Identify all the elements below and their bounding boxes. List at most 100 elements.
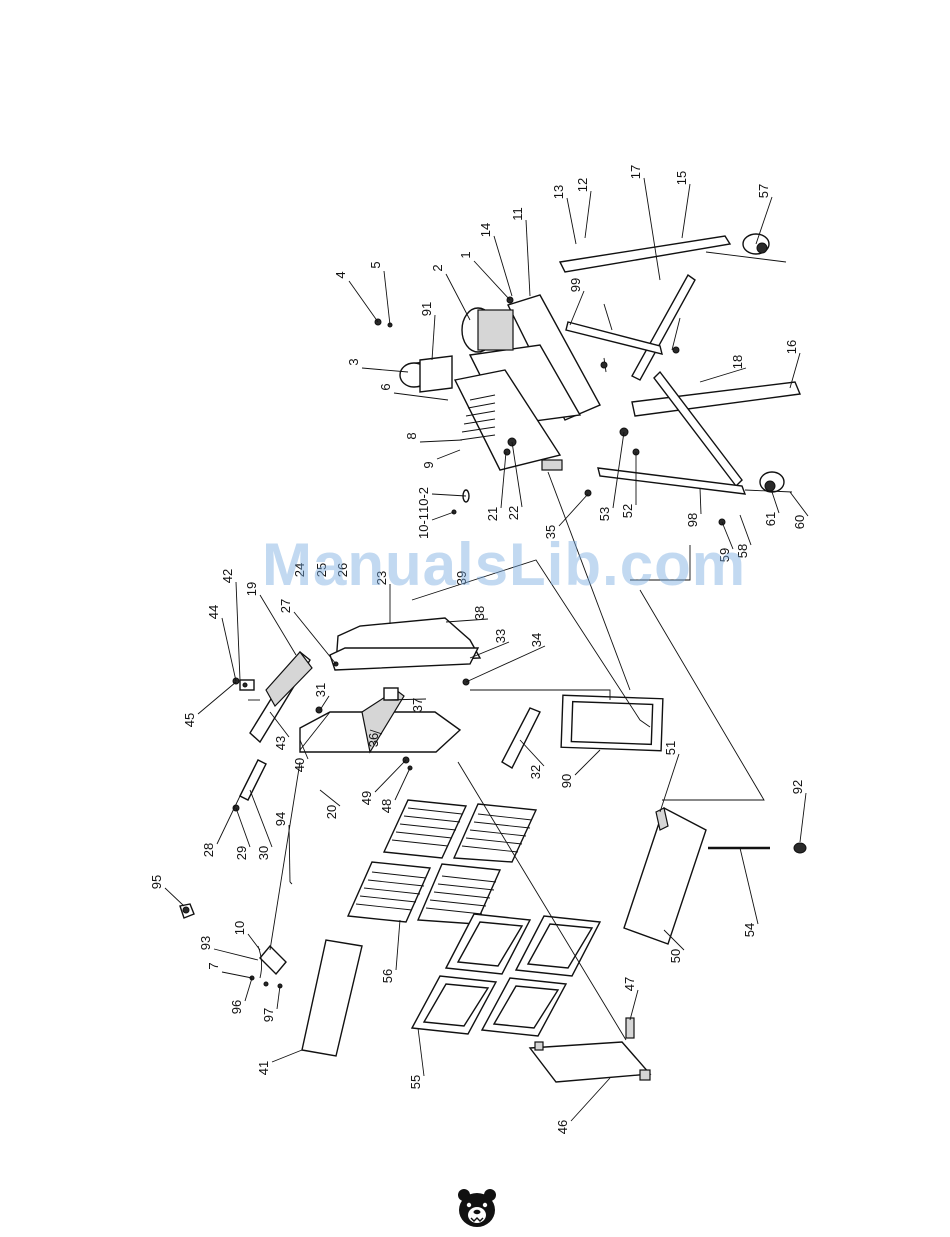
leader-1: [474, 261, 510, 300]
callout-32: 32: [528, 765, 543, 779]
leader-93: [214, 949, 258, 960]
callout-94: 94: [273, 812, 288, 826]
leader-90: [575, 750, 600, 775]
leader-56: [396, 920, 400, 970]
leader-43: [270, 712, 289, 737]
leader-7: [222, 972, 252, 978]
door-46: [530, 1042, 650, 1082]
callout-53: 53: [597, 507, 612, 521]
leader-44: [222, 618, 236, 681]
frame-filter-2: [516, 916, 600, 976]
leader-91: [432, 315, 435, 360]
leader-8: [420, 440, 462, 442]
callout-46: 46: [555, 1120, 570, 1134]
knob-95: [180, 904, 194, 918]
callout-10_2: 10-2: [416, 487, 431, 513]
callout-19: 19: [244, 582, 259, 596]
bear-head-logo: [455, 1186, 499, 1230]
callout-54: 54: [742, 923, 757, 937]
callout-92: 92: [790, 780, 805, 794]
leader-55: [418, 1028, 424, 1076]
leader-13: [567, 198, 576, 244]
callout-30: 30: [256, 846, 271, 860]
callout-45: 45: [182, 713, 197, 727]
callout-10: 10: [232, 921, 247, 935]
leader-12: [585, 191, 591, 238]
leader-28: [217, 796, 240, 844]
callout-61: 61: [763, 512, 778, 526]
callout-50: 50: [668, 949, 683, 963]
callout-17: 17: [628, 165, 643, 179]
callout-40: 40: [292, 758, 307, 772]
callout-49: 49: [359, 791, 374, 805]
callout-43: 43: [273, 736, 288, 750]
leader-47: [630, 990, 638, 1020]
leader-60: [790, 492, 808, 516]
leader-92: [800, 793, 806, 842]
leader-54: [740, 848, 758, 924]
leader-99: [570, 291, 584, 325]
callout-91: 91: [419, 302, 434, 316]
leader-97: [277, 986, 280, 1009]
callout-22: 22: [506, 506, 521, 520]
callout-3: 3: [346, 358, 361, 365]
callout-4: 4: [333, 271, 348, 278]
leader-30: [250, 790, 272, 847]
leader-11: [526, 220, 530, 296]
leader-45: [198, 682, 236, 714]
bracket-10: [250, 946, 286, 988]
leader-17: [644, 178, 660, 280]
callout-6: 6: [378, 383, 393, 390]
callout-37: 37: [410, 698, 425, 712]
callout-93: 93: [198, 936, 213, 950]
callout-15: 15: [674, 171, 689, 185]
frame-filter-3: [412, 976, 496, 1034]
leader-42: [236, 582, 240, 680]
callout-1: 1: [458, 251, 473, 258]
callout-96: 96: [229, 1000, 244, 1014]
caster-61: [745, 472, 792, 492]
leader-5: [384, 271, 390, 325]
leader-6: [394, 393, 448, 400]
callout-12: 12: [575, 178, 590, 192]
door-50: [624, 808, 706, 944]
leader-61: [772, 492, 779, 513]
callout-13: 13: [551, 185, 566, 199]
leader-41: [272, 1050, 302, 1062]
callout-38: 38: [472, 606, 487, 620]
leader-35: [559, 494, 588, 526]
leader-10_1: [432, 512, 454, 520]
callout-55: 55: [408, 1075, 423, 1089]
callout-18: 18: [730, 355, 745, 369]
callout-47: 47: [622, 977, 637, 991]
callout-20: 20: [324, 805, 339, 819]
leader-18: [700, 368, 746, 382]
leader-34: [466, 646, 545, 682]
leader-46: [571, 1078, 610, 1121]
callout-56: 56: [380, 969, 395, 983]
stand-frame: [560, 234, 800, 525]
callout-14: 14: [478, 223, 493, 237]
leader-48: [395, 768, 410, 800]
callout-99: 99: [568, 278, 583, 292]
leader-9: [437, 450, 460, 459]
leader-14: [494, 236, 512, 296]
leader-94: [289, 825, 290, 882]
callout-5: 5: [368, 261, 383, 268]
leader-10: [248, 934, 260, 950]
callout-21: 21: [485, 507, 500, 521]
callout-57: 57: [756, 184, 771, 198]
rod-54: [708, 843, 806, 853]
callout-31: 31: [313, 683, 328, 697]
callout-28: 28: [201, 843, 216, 857]
callout-11: 11: [510, 207, 525, 221]
callout-52: 52: [620, 504, 635, 518]
callout-33: 33: [493, 629, 508, 643]
leader-96: [245, 978, 252, 1001]
callout-48: 48: [379, 799, 394, 813]
tray-41: [302, 940, 362, 1056]
leader-29: [236, 808, 250, 847]
callout-27: 27: [278, 599, 293, 613]
leader-15: [682, 184, 690, 238]
